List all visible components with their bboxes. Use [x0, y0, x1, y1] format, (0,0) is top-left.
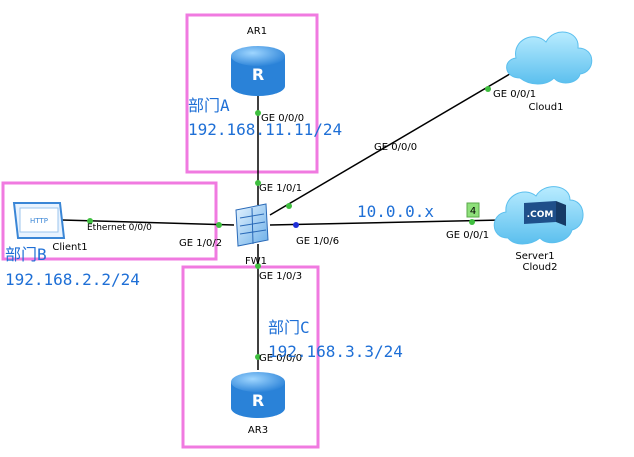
port-label-fw1-top: GE 1/0/1	[259, 183, 302, 194]
router-icon-top	[231, 372, 285, 392]
dept-label-c: 部门C	[268, 318, 310, 337]
port-dot-fw1-cloud1	[286, 203, 292, 209]
client-icon-inner	[19, 207, 59, 233]
firewall-icon-brick	[251, 207, 254, 245]
cloud-cloud1[interactable]	[506, 31, 593, 85]
port-dot-fw1-top	[255, 180, 261, 186]
router-icon-glyph: R	[252, 391, 264, 410]
port-badge-text: 4	[470, 206, 476, 217]
dept-label-a: 部门A	[188, 96, 230, 115]
router-icon-top	[231, 46, 285, 66]
device-label-fw1: FW1	[245, 256, 267, 267]
ip-label-a: 192.168.11.11/24	[188, 120, 342, 139]
firewall-fw1[interactable]	[235, 203, 269, 247]
zone-box-a	[185, 13, 319, 174]
port-badge	[466, 202, 480, 218]
device-label-ar1: AR1	[247, 26, 267, 37]
port-dot-fw1-left	[216, 222, 222, 228]
device-label-cloud2: Cloud2	[523, 262, 558, 273]
zone-box-c	[181, 265, 320, 449]
port-label-fw1-left: GE 1/0/2	[179, 238, 222, 249]
port-dot-ar3	[255, 354, 261, 360]
router-icon-glyph: R	[252, 65, 264, 84]
client-client1[interactable]: HTTP	[12, 202, 66, 239]
port-label-ar1: GE 0/0/0	[261, 113, 304, 124]
server-icon-side	[556, 201, 566, 226]
router-icon-bottom	[231, 398, 285, 418]
dept-label-b: 部门B	[5, 245, 47, 264]
ip-label-c: 192.168.3.3/24	[268, 342, 403, 361]
port-label-fw1-cloud1: GE 0/0/0	[374, 142, 417, 153]
server-icon-front	[524, 201, 556, 224]
wan-net-label: 10.0.0.x	[357, 202, 434, 221]
port-dot-ar1	[255, 110, 261, 116]
port-dot-fw1-bottom	[255, 263, 261, 269]
port-dot-cloud1	[485, 86, 491, 92]
port-dot-cloud2	[469, 219, 475, 225]
port-label-cloud1: GE 0/0/1	[493, 89, 536, 100]
port-label-fw1-bottom: GE 1/0/3	[259, 271, 302, 282]
port-label-ar3: GE 0/0/0	[259, 353, 302, 364]
router-ar3[interactable]: R	[231, 372, 285, 418]
zone-box-b	[1, 181, 218, 261]
ip-label-b: 192.168.2.2/24	[5, 270, 140, 289]
port-label-client1: Ethernet 0/0/0	[87, 223, 152, 233]
cloud-icon	[506, 31, 593, 85]
port-dot-client1	[87, 218, 93, 224]
device-label-cloud1: Cloud1	[529, 102, 564, 113]
device-label-client1: Client1	[52, 242, 87, 253]
port-dot-fw1-right	[293, 222, 299, 228]
server-icon-badge: .COM	[527, 210, 554, 220]
device-label-ar3: AR3	[248, 425, 268, 436]
port-label-cloud2: GE 0/0/1	[446, 230, 489, 241]
router-ar1[interactable]: R	[231, 46, 285, 96]
link-fw1-cloud1[interactable]	[269, 67, 521, 216]
cloud-cloud2[interactable]: .COM	[493, 186, 584, 245]
link-fw1-cloud2[interactable]	[269, 219, 503, 226]
router-icon-bottom	[231, 76, 285, 96]
device-label-server1: Server1	[515, 251, 554, 262]
port-label-fw1-right: GE 1/0/6	[296, 236, 339, 247]
client-icon-label: HTTP	[30, 217, 48, 225]
